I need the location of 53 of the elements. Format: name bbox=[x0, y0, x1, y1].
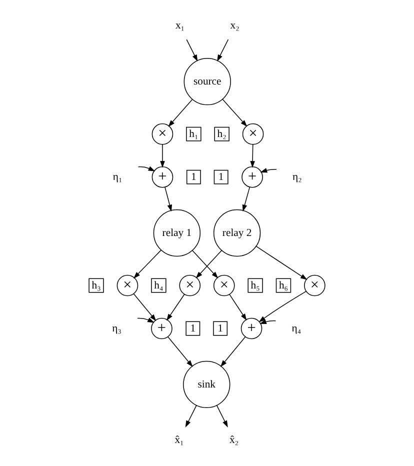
node-label: h₆ bbox=[278, 280, 288, 292]
node-text: x̂₂ bbox=[230, 435, 239, 446]
node-text: x̂₁ bbox=[174, 435, 184, 446]
arrow bbox=[185, 405, 197, 428]
node-label: h₅ bbox=[250, 280, 260, 292]
arrow bbox=[258, 290, 307, 322]
arrow bbox=[217, 39, 229, 62]
node-text: η₄ bbox=[292, 323, 302, 334]
node-circle: × bbox=[242, 123, 264, 145]
arrow bbox=[137, 318, 154, 323]
node-circle: + bbox=[242, 166, 263, 188]
node-text: η₁ bbox=[112, 172, 122, 183]
arrow bbox=[260, 168, 277, 173]
node-circle: + bbox=[240, 318, 262, 340]
node-circle: + bbox=[152, 166, 174, 188]
arrow bbox=[168, 99, 193, 127]
arrow bbox=[138, 166, 156, 172]
node-label: 1 bbox=[190, 323, 196, 334]
arrow bbox=[160, 144, 165, 168]
node-text: x₂ bbox=[230, 20, 240, 32]
node-label: h₄ bbox=[154, 280, 164, 292]
node-circle: × bbox=[304, 274, 326, 296]
arrow bbox=[220, 336, 246, 367]
arrow bbox=[256, 246, 308, 280]
arrow bbox=[250, 144, 255, 168]
arrow bbox=[260, 319, 276, 324]
arrow bbox=[216, 405, 228, 428]
arrow bbox=[229, 294, 247, 321]
node-circle: relay 1 bbox=[153, 209, 201, 257]
arrow bbox=[222, 98, 248, 127]
node-circle: × bbox=[116, 274, 138, 296]
arrow bbox=[164, 186, 172, 212]
arrow bbox=[242, 186, 250, 212]
node-circle: × bbox=[213, 274, 235, 296]
node-label: h₂ bbox=[217, 128, 226, 140]
node-text: x₁ bbox=[175, 20, 184, 32]
arrow bbox=[186, 39, 198, 62]
arrow bbox=[166, 294, 185, 321]
arrow bbox=[133, 250, 162, 279]
node-label: h₁ bbox=[189, 128, 198, 140]
node-label: 1 bbox=[218, 323, 223, 334]
node-text: η₃ bbox=[112, 323, 122, 334]
arrow bbox=[168, 336, 193, 367]
node-label: 1 bbox=[191, 172, 196, 183]
node-label: h₃ bbox=[92, 280, 101, 292]
node-text: η₂ bbox=[292, 172, 302, 183]
node-circle: × bbox=[179, 274, 201, 296]
node-circle: × bbox=[152, 123, 174, 145]
node-circle: source bbox=[184, 58, 231, 106]
node-label: 1 bbox=[218, 172, 224, 183]
node-circle: + bbox=[151, 318, 172, 340]
node-circle: relay 2 bbox=[213, 209, 261, 257]
arrow bbox=[133, 294, 156, 322]
